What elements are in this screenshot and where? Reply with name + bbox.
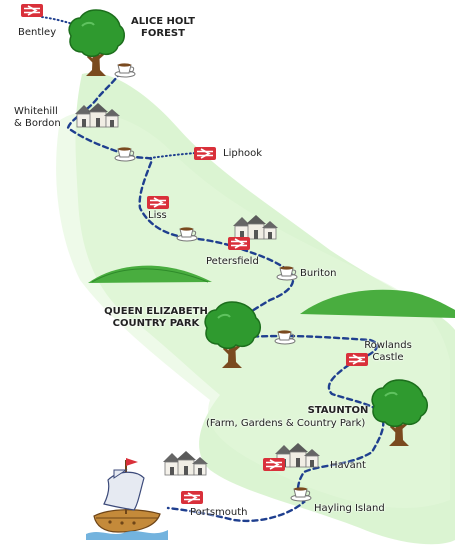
national-rail-icon bbox=[181, 491, 203, 504]
place-label-buriton: Buriton bbox=[300, 268, 337, 279]
place-label-hayling-island: Hayling Island bbox=[314, 503, 385, 514]
place-label-havant: Havant bbox=[330, 460, 366, 471]
teacup-icon bbox=[114, 62, 136, 78]
place-label-qe-line2: COUNTRY PARK bbox=[112, 318, 200, 329]
place-label-portsmouth: Portsmouth bbox=[190, 507, 248, 518]
national-rail-icon bbox=[194, 147, 216, 160]
place-label-petersfield: Petersfield bbox=[206, 256, 259, 267]
place-label-staunton-detail: (Farm, Gardens & Country Park) bbox=[206, 418, 366, 429]
place-label-rowlands-line2: Castle bbox=[372, 352, 404, 363]
national-rail-icon bbox=[228, 237, 250, 250]
grassy-hill-icon bbox=[88, 265, 212, 283]
place-label-whitehill-line1: Whitehill bbox=[14, 106, 58, 117]
place-label-alice-holt-line2: FOREST bbox=[141, 28, 185, 39]
place-label-whitehill-line2: & Bordon bbox=[14, 118, 61, 129]
place-label-rowlands-castle: Rowlands Castle bbox=[362, 340, 414, 364]
grassy-hill-icon bbox=[300, 289, 455, 318]
national-rail-icon bbox=[147, 196, 169, 209]
national-rail-icon bbox=[21, 4, 43, 17]
place-label-qe-line1: QUEEN ELIZABETH bbox=[104, 306, 208, 317]
place-label-queen-elizabeth: QUEEN ELIZABETH COUNTRY PARK bbox=[98, 306, 214, 330]
national-rail-icon bbox=[263, 458, 285, 471]
tree-icon bbox=[67, 8, 126, 78]
place-label-alice-holt: ALICE HOLT FOREST bbox=[126, 16, 200, 40]
place-label-whitehill-bordon: Whitehill & Bordon bbox=[14, 106, 61, 130]
place-label-alice-holt-line1: ALICE HOLT bbox=[131, 16, 195, 27]
rail-link-liphook bbox=[149, 152, 197, 159]
place-label-liss: Liss bbox=[148, 210, 167, 221]
place-label-liphook: Liphook bbox=[223, 148, 263, 159]
place-label-staunton: STAUNTON bbox=[307, 405, 369, 416]
sailing-ship-icon bbox=[86, 458, 168, 540]
place-label-bentley: Bentley bbox=[18, 27, 57, 38]
place-label-rowlands-line1: Rowlands bbox=[364, 340, 412, 351]
